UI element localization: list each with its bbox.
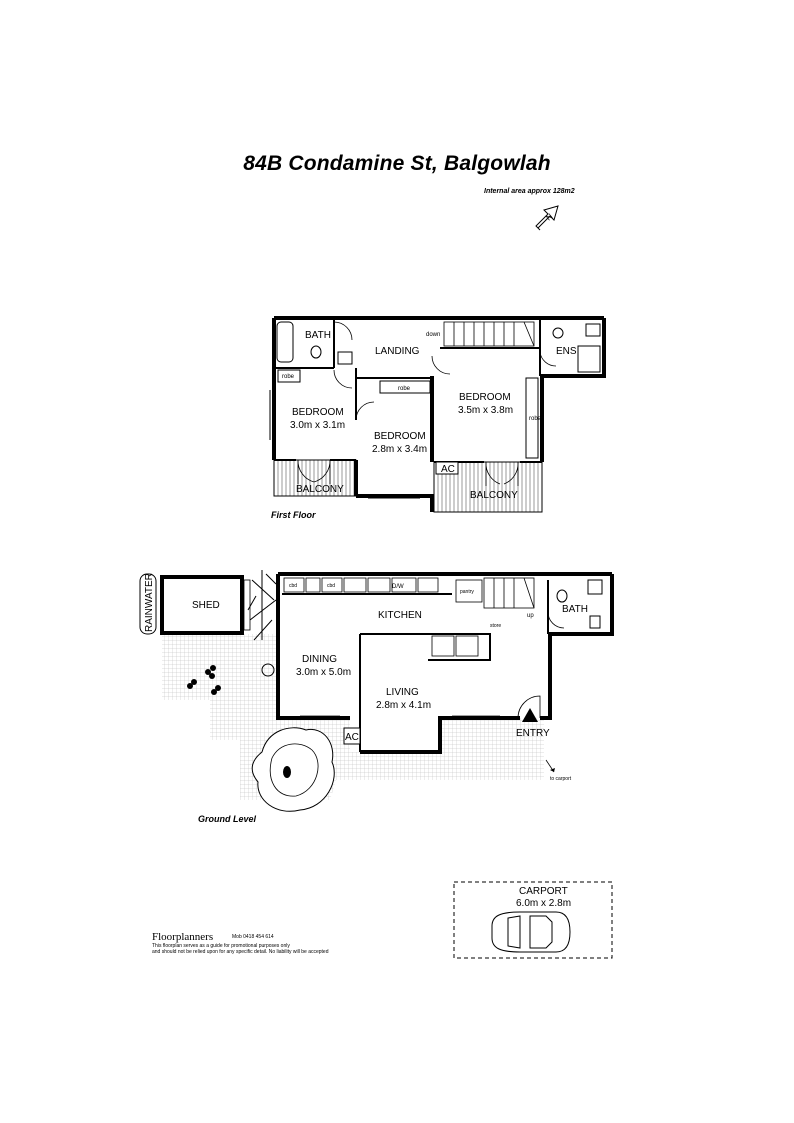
first-floor-stairs [443, 321, 535, 347]
ground-stairs [483, 577, 535, 609]
robe-bed3 [525, 377, 539, 459]
pantry-label: pantry [460, 589, 474, 595]
ensuite-toilet-icon [552, 327, 564, 339]
bedroom3-dims: 3.5m x 3.8m [458, 405, 513, 416]
landing-label: LANDING [375, 346, 420, 357]
dining-name: DINING [302, 654, 337, 665]
dining-dims: 3.0m x 5.0m [296, 667, 351, 678]
stairs-up-label: up [527, 613, 534, 619]
balcony-left [273, 459, 357, 497]
plant-icon [247, 570, 277, 677]
balcony-right-label: BALCONY [470, 490, 518, 501]
cbd-label-2: cbd [327, 583, 335, 589]
first-floor-caption: First Floor [271, 510, 316, 520]
robe-label-2: robe [398, 386, 411, 392]
living-dims: 2.8m x 4.1m [376, 700, 431, 711]
first-floor: BATH LANDING down ENS robe robe robe BED… [269, 316, 606, 520]
first-floor-walls [272, 316, 606, 512]
first-floor-inner-walls [274, 318, 542, 463]
bedroom2-name: BEDROOM [374, 431, 426, 442]
ground-toilet-icon [556, 589, 568, 603]
shed [160, 575, 244, 635]
ground-basin-icon [587, 579, 603, 595]
entry-label: ENTRY [516, 728, 550, 739]
ground-level: SHED RAINWATER [139, 570, 614, 824]
car-icon [491, 911, 571, 953]
ensuite-basin-icon [585, 323, 601, 337]
bedroom1-name: BEDROOM [292, 407, 344, 418]
ground-ac-label: AC [345, 732, 359, 743]
shed-label: SHED [192, 600, 220, 611]
rainwater-label: RAINWATER [144, 573, 155, 632]
internal-area-note: Internal area approx 128m2 [484, 188, 575, 195]
ground-walls [276, 572, 614, 754]
store-label: store [490, 623, 501, 629]
tree-icon [283, 766, 291, 778]
bedroom1-dims: 3.0m x 3.1m [290, 420, 345, 431]
living-name: LIVING [386, 687, 419, 698]
dw-label: D/W [392, 584, 404, 590]
ff-ac-label: AC [441, 464, 455, 475]
disclaimer-line-2: and should not be relied upon for any sp… [152, 949, 329, 955]
carport-dims: 6.0m x 2.8m [516, 898, 571, 909]
balcony-left-label: BALCONY [296, 484, 344, 495]
toilet-icon [310, 345, 322, 359]
ff-bath-label: BATH [305, 330, 331, 341]
stairs-down-label: down [426, 332, 440, 338]
ground-level-caption: Ground Level [198, 814, 257, 824]
carport-name: CARPORT [519, 886, 568, 897]
robe-bed1 [277, 369, 301, 383]
entry-arrow-icon [522, 708, 538, 722]
kitchen-cabinets [283, 577, 483, 657]
robe-label-3: robe [529, 416, 542, 422]
garden-feature [251, 727, 335, 812]
bedroom3-name: BEDROOM [459, 392, 511, 403]
to-carport-label: to carport [550, 776, 572, 782]
entry-door [517, 695, 541, 719]
rainwater-tank [139, 573, 157, 635]
footer: Floorplanners Mob 0418 454 614 This floo… [152, 931, 329, 955]
shrub-icon [187, 665, 221, 695]
north-arrow-icon: N [535, 205, 559, 231]
ens-label: ENS [556, 346, 577, 357]
robe-bed2 [379, 380, 431, 394]
footer-ref: Mob 0418 454 614 [232, 934, 274, 940]
disclaimer-line-1: This floorplan serves as a guide for pro… [152, 943, 290, 949]
bathtub-icon [276, 321, 294, 363]
bedroom2-dims: 2.8m x 3.4m [372, 444, 427, 455]
first-floor-doors [297, 321, 557, 486]
shower-icon [577, 345, 601, 373]
north-label: N [544, 212, 554, 223]
carport: CARPORT 6.0m x 2.8m [453, 881, 613, 959]
brand-logo: Floorplanners [152, 931, 214, 943]
basin-icon [337, 351, 353, 365]
ground-bath-label: BATH [562, 604, 588, 615]
page-title: 84B Condamine St, Balgowlah [243, 152, 551, 175]
cbd-label-1: cbd [289, 583, 297, 589]
kitchen-label: KITCHEN [378, 610, 422, 621]
robe-label-1: robe [282, 374, 295, 380]
